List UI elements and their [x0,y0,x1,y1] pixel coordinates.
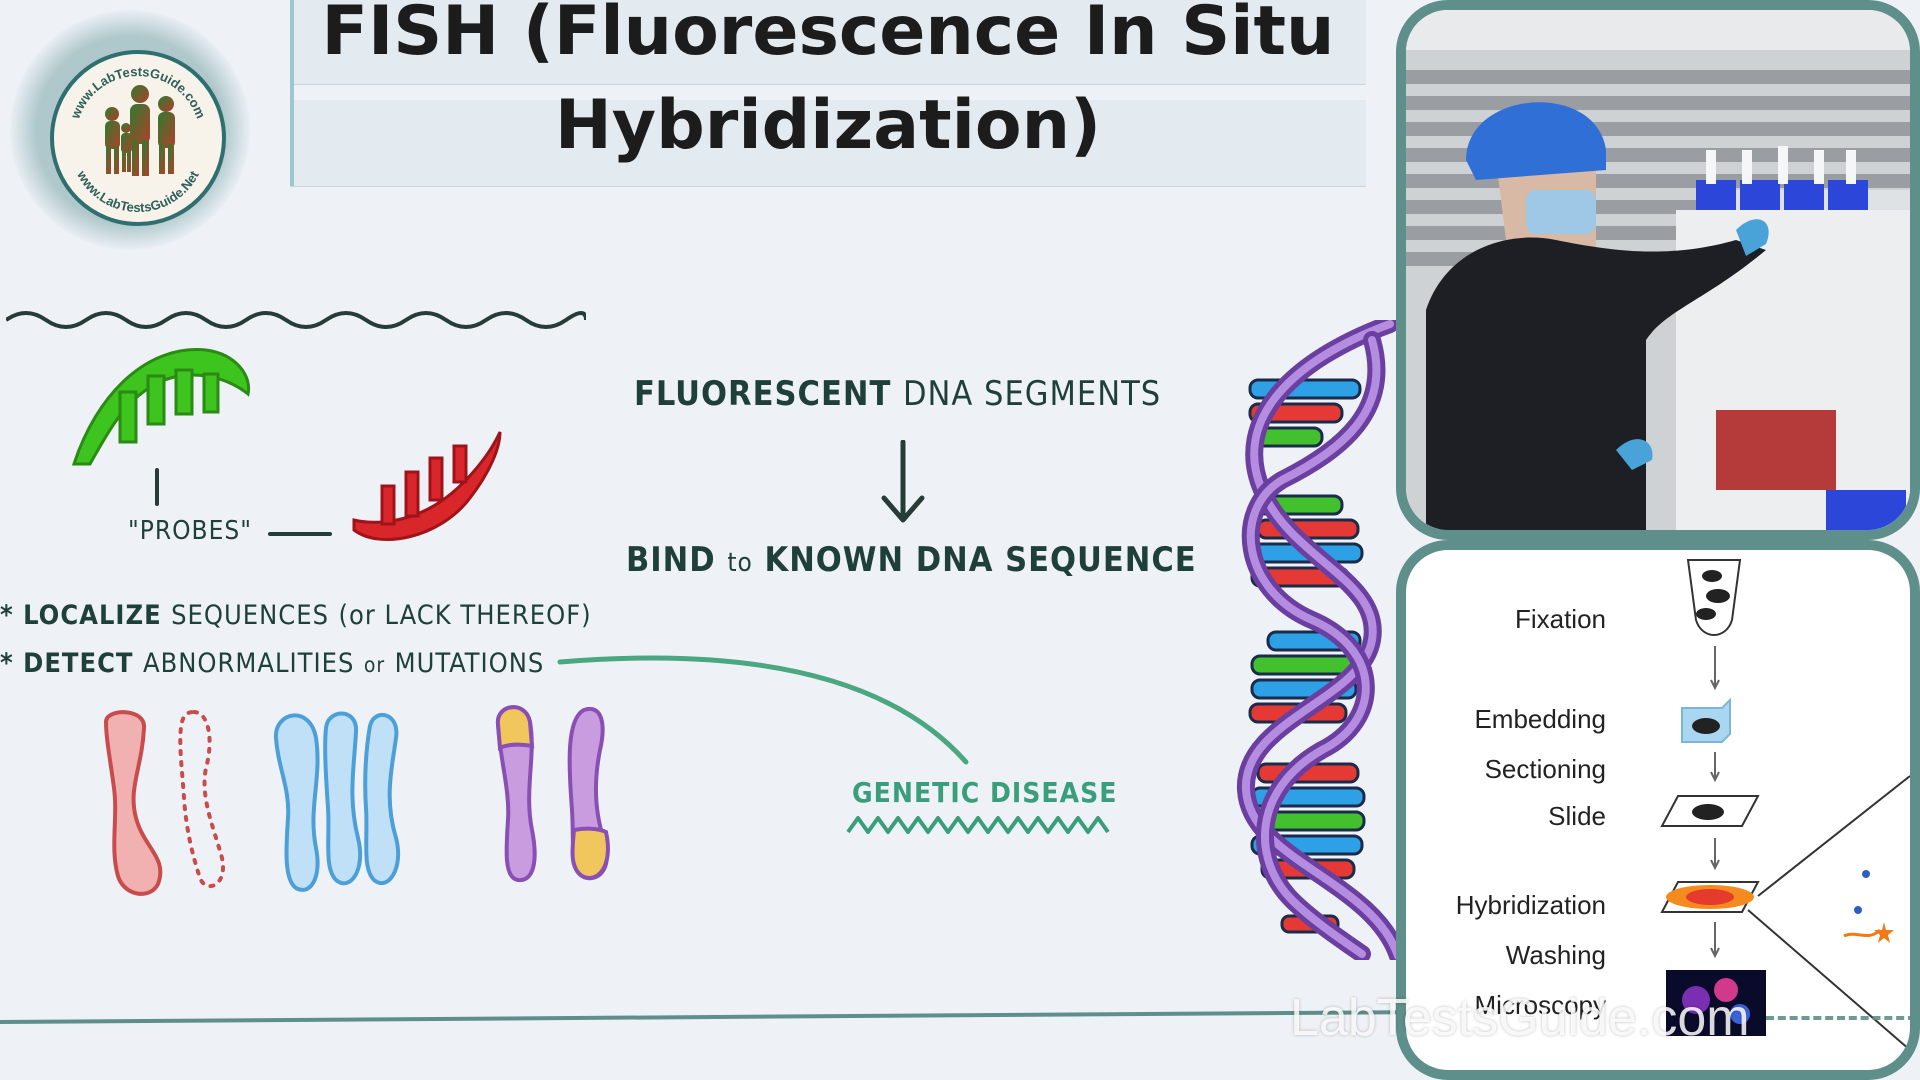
bullet1-paren: (or LACK THEREOF) [338,600,592,631]
genetic-disease-connector [557,655,969,765]
logo: www.LabTestsGuide.com www.LabTestsGuide.… [10,10,250,250]
watermark-dashes [1766,1016,1916,1020]
workflow-step-embedding: Embedding [1474,704,1606,734]
arrow-down-icon [881,440,925,523]
title-accent-line [290,0,294,186]
logo-text-bottom: www.LabTestsGuide.Net [74,167,202,215]
dna-helix-icon [1237,320,1402,960]
chromosome-pair-red [103,709,226,896]
lab-photo-panel [1396,0,1920,540]
bullet2-rest: ABNORMALITIES [142,648,355,679]
probe-connector-horizontal [268,532,332,536]
workflow-step-microscopy: Microscopy [1474,990,1606,1020]
bind-known-dna-text: BIND to KNOWN DNA SEQUENCE [626,540,1197,580]
bind-rest: KNOWN DNA SEQUENCE [764,540,1197,580]
chromosome-pair-purple [495,705,610,883]
bullet2-small: or [363,653,386,677]
bullet1-bold: LOCALIZE [23,600,162,631]
logo-disc: www.LabTestsGuide.com www.LabTestsGuide.… [50,50,226,226]
page-title-line1: FISH (Fluorescence In Situ [321,0,1335,71]
title-band-top [290,0,1366,85]
bullet-marker-1: * [0,600,14,631]
workflow-diagram [1660,559,1910,1051]
bullet-marker-2: * [0,648,14,679]
lab-technician-photo [1406,10,1910,530]
svg-text:www.LabTestsGuide.com: www.LabTestsGuide.com [67,64,208,122]
probe-green-icon [71,348,251,466]
workflow-step-sectioning: Sectioning [1484,754,1606,784]
workflow-step-washing: Washing [1505,940,1606,970]
fluorescent-bold: FLUORESCENT [634,374,892,414]
title-band-bottom [290,100,1366,187]
workflow-labels: Fixation Embedding Sectioning Slide Hybr… [1406,550,1606,1070]
svg-text:www.LabTestsGuide.Net: www.LabTestsGuide.Net [74,167,202,215]
bottom-separator-line [0,1010,1410,1024]
fluorescent-dna-segments-text: FLUORESCENT DNA SEGMENTS [634,374,1161,414]
chromosome-trio-blue [273,711,401,892]
page-title-line2: Hybridization) [554,86,1102,165]
logo-text-ring: www.LabTestsGuide.com www.LabTestsGuide.… [67,64,208,215]
bullet-localize: * LOCALIZE SEQUENCES (or LACK THEREOF) [0,600,592,631]
bullet2-end: MUTATIONS [394,648,545,679]
probe-connector-vertical [155,468,159,506]
bind-small: to [727,548,753,578]
bullet-detect: * DETECT ABNORMALITIES or MUTATIONS [0,648,544,679]
probe-red-icon [352,431,502,541]
genetic-disease-squiggle [846,816,1110,834]
wavy-strand-top [6,311,586,329]
bullet2-bold: DETECT [23,648,134,679]
fish-workflow-panel: Fixation Embedding Sectioning Slide Hybr… [1396,540,1920,1080]
workflow-step-hybridization: Hybridization [1455,890,1606,920]
probes-label: "PROBES" [128,516,252,546]
bullet1-rest: SEQUENCES [171,600,330,631]
workflow-step-slide: Slide [1548,801,1606,831]
watermark: LabTestsGuide.com [1290,989,1750,1047]
bind-bold: BIND [626,540,716,580]
fluorescent-rest: DNA SEGMENTS [902,374,1162,414]
workflow-step-fixation: Fixation [1514,604,1606,634]
logo-text-top: www.LabTestsGuide.com [67,64,208,122]
genetic-disease-label: GENETIC DISEASE [852,776,1118,809]
family-logo-icon [105,85,175,176]
